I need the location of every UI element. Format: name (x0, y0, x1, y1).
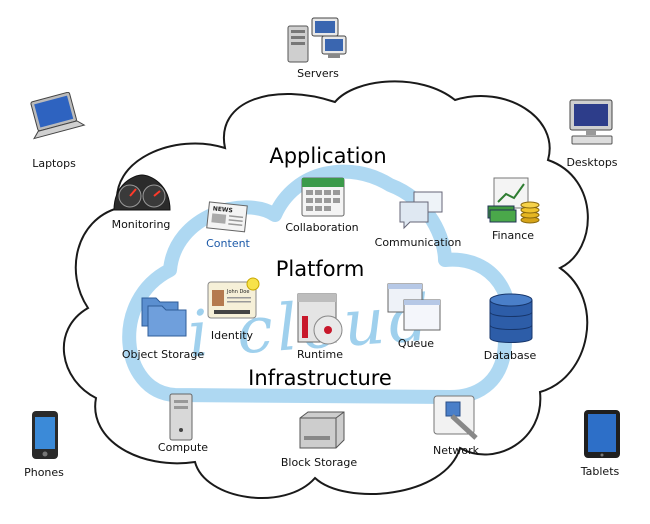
finance-icon (487, 177, 540, 224)
newspaper-icon: NEWS (206, 201, 248, 233)
finance-label: Finance (491, 229, 535, 242)
layer-infrastructure-title: Infrastructure (248, 366, 392, 390)
news-glyph-text: NEWS (212, 205, 233, 214)
network-label: Network (433, 444, 479, 457)
queue-windows-icon (387, 283, 441, 331)
laptop-icon (30, 92, 86, 140)
database-icon (489, 293, 533, 343)
compute-tower-icon (169, 393, 193, 441)
monitoring-gauge-icon (113, 174, 171, 211)
object-storage-label: Object Storage (121, 348, 205, 361)
laptops-label: Laptops (32, 157, 76, 170)
network-plug-icon (433, 395, 478, 440)
desktops-label: Desktops (566, 156, 618, 169)
tablet-icon (584, 410, 620, 458)
desktop-icon (569, 99, 613, 145)
communication-label: Communication (374, 236, 462, 249)
queue-label: Queue (397, 337, 435, 350)
database-label: Database (483, 349, 537, 362)
id-card-icon: John Doe (207, 277, 260, 319)
layer-application-title: Application (269, 144, 387, 168)
content-label: Content (206, 237, 250, 250)
layer-platform-title: Platform (275, 257, 365, 281)
speech-bubbles-icon (399, 191, 443, 230)
phone-icon (32, 411, 58, 459)
runtime-label: Runtime (297, 348, 343, 361)
phones-label: Phones (24, 466, 64, 479)
identity-label: Identity (210, 329, 254, 342)
hard-drive-icon (299, 411, 345, 449)
calendar-icon (301, 177, 345, 217)
folders-icon (141, 297, 187, 337)
runtime-box-icon (297, 293, 343, 345)
collaboration-label: Collaboration (285, 221, 359, 234)
compute-label: Compute (157, 441, 209, 454)
servers-label: Servers (297, 67, 339, 80)
monitoring-label: Monitoring (111, 218, 171, 231)
tablets-label: Tablets (580, 465, 620, 478)
id-name-text: John Doe (226, 289, 249, 295)
block-storage-label: Block Storage (280, 456, 358, 469)
servers-icon (287, 17, 347, 63)
